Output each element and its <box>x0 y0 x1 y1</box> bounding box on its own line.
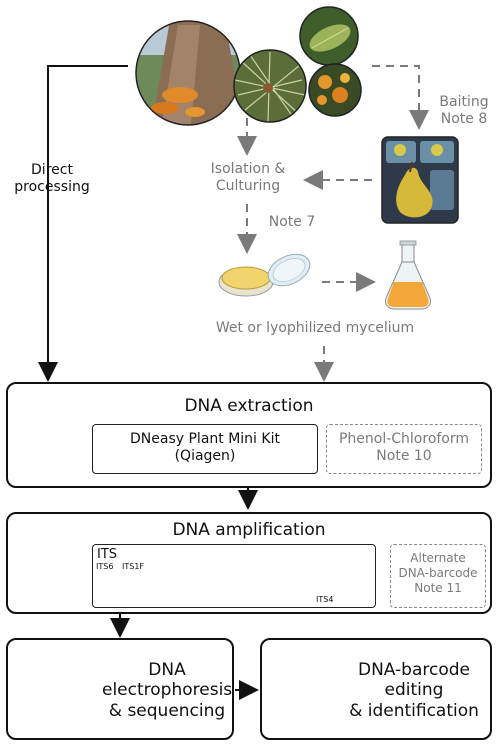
arrow-to-baiting <box>372 65 429 130</box>
alternate-barcode-label: Alternate DNA-barcode Note 11 <box>398 551 478 595</box>
flower-photo <box>309 64 361 116</box>
flask-icon <box>385 240 431 310</box>
arrow-direct-processing <box>38 65 128 382</box>
its-label: ITS <box>97 547 118 562</box>
dna-amplification-panel: DNA amplification ITS Alternate DNA-barc… <box>6 512 492 614</box>
barcode-identification-panel: DNA-barcode editing & identification <box>260 638 492 740</box>
pine-needles-photo <box>234 50 306 122</box>
baiting-label: Baiting Note 8 <box>439 94 489 127</box>
petri-dish-icon <box>218 253 311 297</box>
tree-fungus-photo <box>136 21 240 125</box>
leaf-photo <box>300 7 358 65</box>
electrophoresis-panel: DNA electrophoresis & sequencing <box>6 638 234 740</box>
primer-its4-label: ITS4 <box>316 595 334 604</box>
dneasy-kit-box: DNeasy Plant Mini Kit (Qiagen) <box>92 424 318 474</box>
phenol-chloroform-label: Phenol-Chloroform Note 10 <box>338 431 470 464</box>
primer-its6-label: ITS6 <box>96 562 114 571</box>
mycelium-label: Wet or lyophilized mycelium <box>215 320 415 336</box>
region-18s-label: 18S <box>120 580 140 591</box>
alternate-barcode-box: Alternate DNA-barcode Note 11 <box>390 544 486 608</box>
region-58s-label: 5.8S <box>214 580 238 591</box>
dneasy-kit-label: DNeasy Plant Mini Kit (Qiagen) <box>130 431 280 464</box>
note7-label: Note 7 <box>268 214 316 230</box>
region-28s-label: 28S <box>313 580 333 591</box>
flow-arrows <box>38 65 429 700</box>
barcode-identification-title: DNA-barcode editing & identification <box>349 660 479 721</box>
electrophoresis-title: DNA electrophoresis & sequencing <box>102 660 233 721</box>
phenol-chloroform-box: Phenol-Chloroform Note 10 <box>326 424 482 474</box>
primer-its1f-label: ITS1F <box>122 562 145 571</box>
direct-processing-label: Direct processing <box>14 162 90 195</box>
dna-extraction-title: DNA extraction <box>184 396 314 416</box>
isolation-culturing-label: Isolation & Culturing <box>210 161 286 194</box>
dna-extraction-panel: DNA extraction DNeasy Plant Mini Kit (Qi… <box>6 382 492 488</box>
its-region-box: ITS <box>92 544 376 608</box>
dna-amplification-title: DNA amplification <box>172 520 326 540</box>
baiting-photo <box>382 137 458 223</box>
